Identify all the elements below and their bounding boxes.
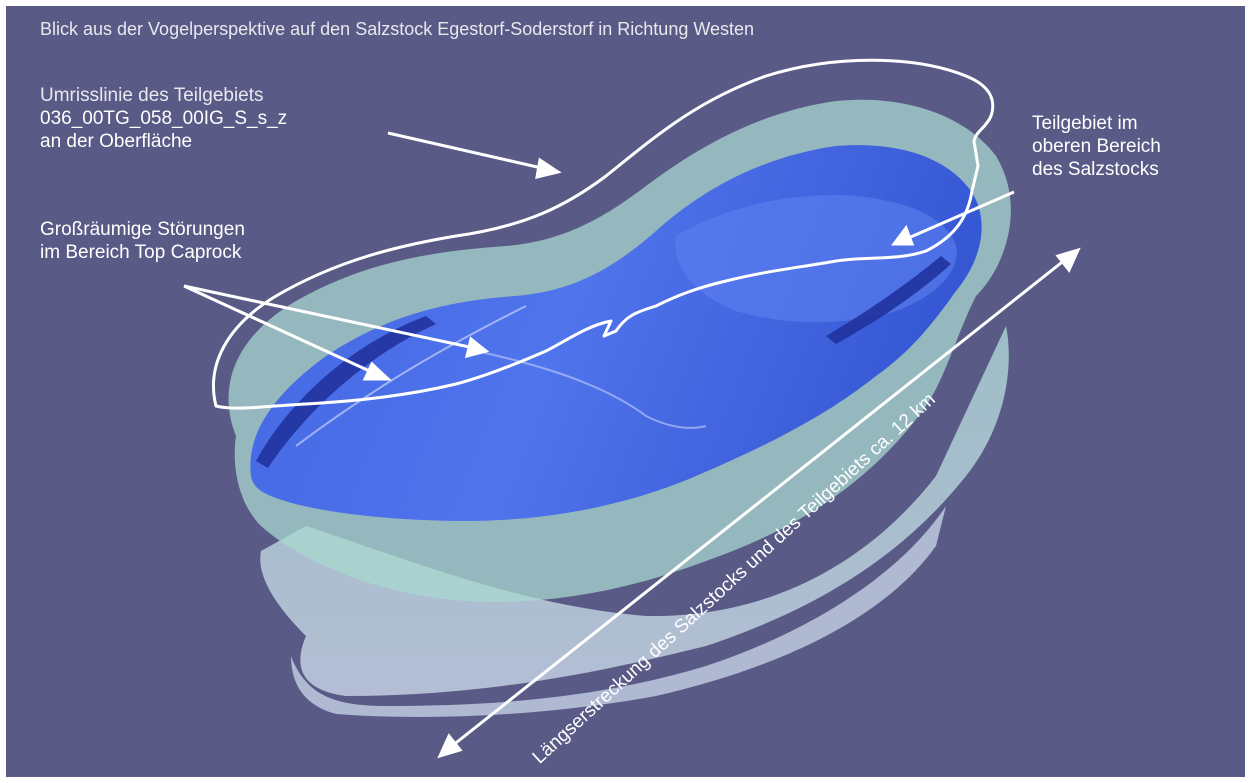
annotation-outline-line-1: Umrisslinie des Teilgebiets [40,85,264,106]
arrow-fault-2 [183,284,490,359]
annotation-outline-line-3: an der Oberfläche [40,131,193,152]
arrow-subregion [891,190,1015,246]
annotation-faults-line-1: Großräumige Störungen [40,219,245,240]
annotation-faults-line-2: im Bereich Top Caprock [40,242,242,263]
arrow-outline [387,131,562,179]
arrow-extent [437,247,1081,759]
annotation-subregion-line-2: oberen Bereich [1032,136,1161,157]
outline-surface-line [212,58,995,410]
figure-canvas: Blick aus der Vogelperspektive auf den S… [6,6,1245,777]
annotation-subregion: Teilgebiet im oberen Bereich des Salzsto… [1032,112,1161,181]
annotation-outline: Umrisslinie des Teilgebiets 036_00TG_058… [40,84,287,153]
subregion-dark-edge-east [826,256,951,344]
annotation-subregion-line-1: Teilgebiet im [1032,113,1138,134]
annotation-faults: Großräumige Störungen im Bereich Top Cap… [40,218,245,264]
annotation-subregion-line-3: des Salzstocks [1032,159,1159,180]
subregion-plateau [675,195,957,323]
subregion-dark-edge-west [256,316,436,468]
fault-trace-1 [295,305,527,447]
salt-dome-lower-body [260,326,1009,696]
fault-trace-2 [475,350,707,429]
salt-dome-3d-view [183,58,1081,759]
arrow-fault-1 [183,284,392,381]
annotation-outline-line-2: 036_00TG_058_00IG_S_s_z [40,108,288,129]
figure-title: Blick aus der Vogelperspektive auf den S… [40,19,755,39]
